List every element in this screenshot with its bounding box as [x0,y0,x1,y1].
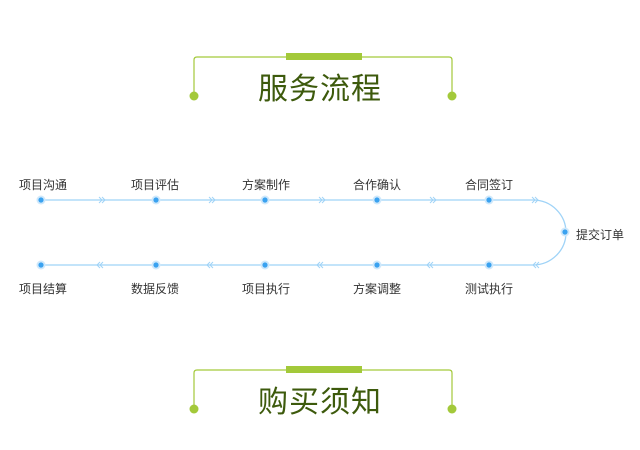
chevron-left-icon [96,261,101,269]
section2-dot-right [447,404,457,414]
section1-dot-right [447,91,457,101]
step-node [562,229,568,235]
step-node [153,197,159,203]
process-track [41,199,567,266]
step-label: 方案制作 [241,178,291,192]
chevron-left-icon [206,261,211,269]
step-label: 方案调整 [352,282,402,296]
step-label: 合作确认 [352,178,402,192]
step-label: 合同签订 [464,178,514,192]
step-label: 提交订单 [575,228,625,242]
chevron-left-icon [319,261,324,269]
chevron-left-icon [429,261,434,269]
step-node [486,262,492,268]
step-label: 项目执行 [241,282,291,296]
chevron-right-icon [534,196,539,204]
chevron-right-icon [429,196,434,204]
chevron-right-icon [318,196,323,204]
chevron-right-icon [432,196,437,204]
chevron-right-icon [98,196,103,204]
section2-dot-left [189,404,199,414]
step-node [153,262,159,268]
section1-bar [286,53,362,60]
section2-bar [286,366,362,373]
step-node [38,197,44,203]
chevron-right-icon [211,196,216,204]
chevron-left-icon [535,261,540,269]
chevron-right-icon [321,196,326,204]
step-label: 项目沟通 [18,178,68,192]
chevron-left-icon [532,261,537,269]
step-label: 数据反馈 [130,282,180,296]
chevron-right-icon [208,196,213,204]
section2-title: 购买须知 [258,385,382,420]
chevron-left-icon [316,261,321,269]
chevron-left-icon [99,261,104,269]
step-node [486,197,492,203]
chevron-right-icon [531,196,536,204]
chevron-left-icon [426,261,431,269]
chevron-right-icon [101,196,106,204]
step-node [38,262,44,268]
step-node [262,197,268,203]
section1-dot-left [189,91,199,101]
step-label: 测试执行 [464,282,514,296]
chevron-left-icon [209,261,214,269]
step-node [374,197,380,203]
step-label: 项目评估 [130,178,180,192]
step-label: 项目结算 [18,282,68,296]
section1-title: 服务流程 [258,72,382,107]
step-node [374,262,380,268]
step-node [262,262,268,268]
